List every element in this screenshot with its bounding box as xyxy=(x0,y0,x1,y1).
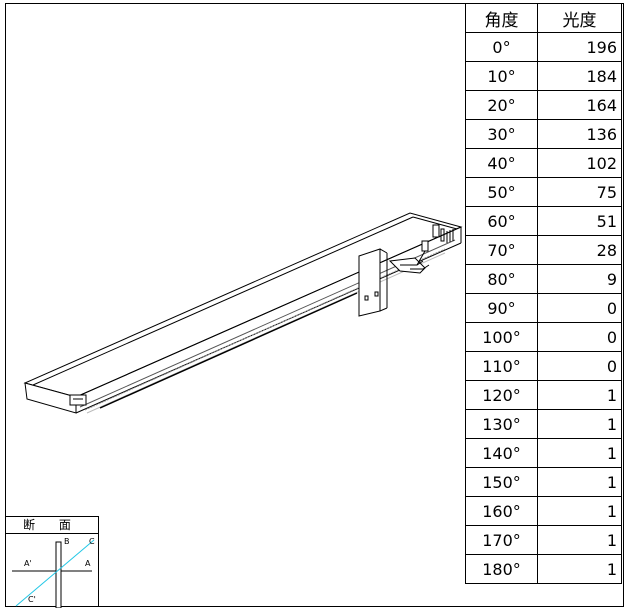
intensity-cell: 1 xyxy=(537,380,622,410)
table-row: 20°164 xyxy=(465,90,622,120)
angle-cell: 70° xyxy=(465,235,538,265)
intensity-cell: 164 xyxy=(537,90,622,120)
intensity-cell: 0 xyxy=(537,293,622,323)
intensity-cell: 184 xyxy=(537,61,622,91)
intensity-cell: 9 xyxy=(537,264,622,294)
intensity-cell: 1 xyxy=(537,467,622,497)
angle-header: 角度 xyxy=(465,3,538,33)
label-a-prime: A' xyxy=(24,559,32,568)
angle-cell: 180° xyxy=(465,554,538,584)
intensity-cell: 28 xyxy=(537,235,622,265)
table-row: 120°1 xyxy=(465,380,622,410)
intensity-cell: 75 xyxy=(537,177,622,207)
table-row: 40°102 xyxy=(465,148,622,178)
angle-cell: 150° xyxy=(465,467,538,497)
document-frame xyxy=(5,3,624,607)
angle-cell: 140° xyxy=(465,438,538,468)
intensity-cell: 196 xyxy=(537,32,622,62)
table-row: 100°0 xyxy=(465,322,622,352)
angle-cell: 0° xyxy=(465,32,538,62)
table-row: 60°51 xyxy=(465,206,622,236)
angle-cell: 80° xyxy=(465,264,538,294)
fixture-body xyxy=(23,212,463,414)
table-row: 70°28 xyxy=(465,235,622,265)
table-row: 130°1 xyxy=(465,409,622,439)
intensity-cell: 1 xyxy=(537,438,622,468)
intensity-cell: 0 xyxy=(537,351,622,381)
table-row: 80°9 xyxy=(465,264,622,294)
cross-section-box: 断 面 B C A' A C' xyxy=(5,516,99,608)
intensity-cell: 1 xyxy=(537,496,622,526)
label-a: A xyxy=(85,559,91,568)
table-row: 10°184 xyxy=(465,61,622,91)
intensity-cell: 51 xyxy=(537,206,622,236)
table-row: 50°75 xyxy=(465,177,622,207)
table-row: 90°0 xyxy=(465,293,622,323)
cross-section-title: 断 面 xyxy=(6,517,98,534)
angle-cell: 90° xyxy=(465,293,538,323)
label-c: C xyxy=(89,537,95,546)
light-distribution-table: 角度 光度 0°196 10°184 20°164 30°136 40°102 … xyxy=(465,3,622,584)
angle-cell: 100° xyxy=(465,322,538,352)
intensity-cell: 1 xyxy=(537,409,622,439)
angle-cell: 30° xyxy=(465,119,538,149)
intensity-header: 光度 xyxy=(537,3,622,33)
angle-cell: 130° xyxy=(465,409,538,439)
fixture-drawing xyxy=(23,212,463,414)
angle-cell: 40° xyxy=(465,148,538,178)
table-row: 30°136 xyxy=(465,119,622,149)
cross-section-diagram xyxy=(12,539,95,608)
table-row: 160°1 xyxy=(465,496,622,526)
table-row: 140°1 xyxy=(465,438,622,468)
intensity-cell: 0 xyxy=(537,322,622,352)
angle-cell: 20° xyxy=(465,90,538,120)
label-b: B xyxy=(64,537,70,546)
label-c-prime: C' xyxy=(28,595,36,604)
intensity-cell: 1 xyxy=(537,525,622,555)
table-row: 150°1 xyxy=(465,467,622,497)
table-row: 170°1 xyxy=(465,525,622,555)
angle-cell: 120° xyxy=(465,380,538,410)
table-row: 0°196 xyxy=(465,32,622,62)
angle-cell: 60° xyxy=(465,206,538,236)
intensity-cell: 1 xyxy=(537,554,622,584)
angle-cell: 50° xyxy=(465,177,538,207)
table-row: 180°1 xyxy=(465,554,622,584)
angle-cell: 110° xyxy=(465,351,538,381)
angle-cell: 10° xyxy=(465,61,538,91)
intensity-cell: 136 xyxy=(537,119,622,149)
table-header-row: 角度 光度 xyxy=(465,3,622,33)
intensity-cell: 102 xyxy=(537,148,622,178)
angle-cell: 170° xyxy=(465,525,538,555)
angle-cell: 160° xyxy=(465,496,538,526)
table-row: 110°0 xyxy=(465,351,622,381)
